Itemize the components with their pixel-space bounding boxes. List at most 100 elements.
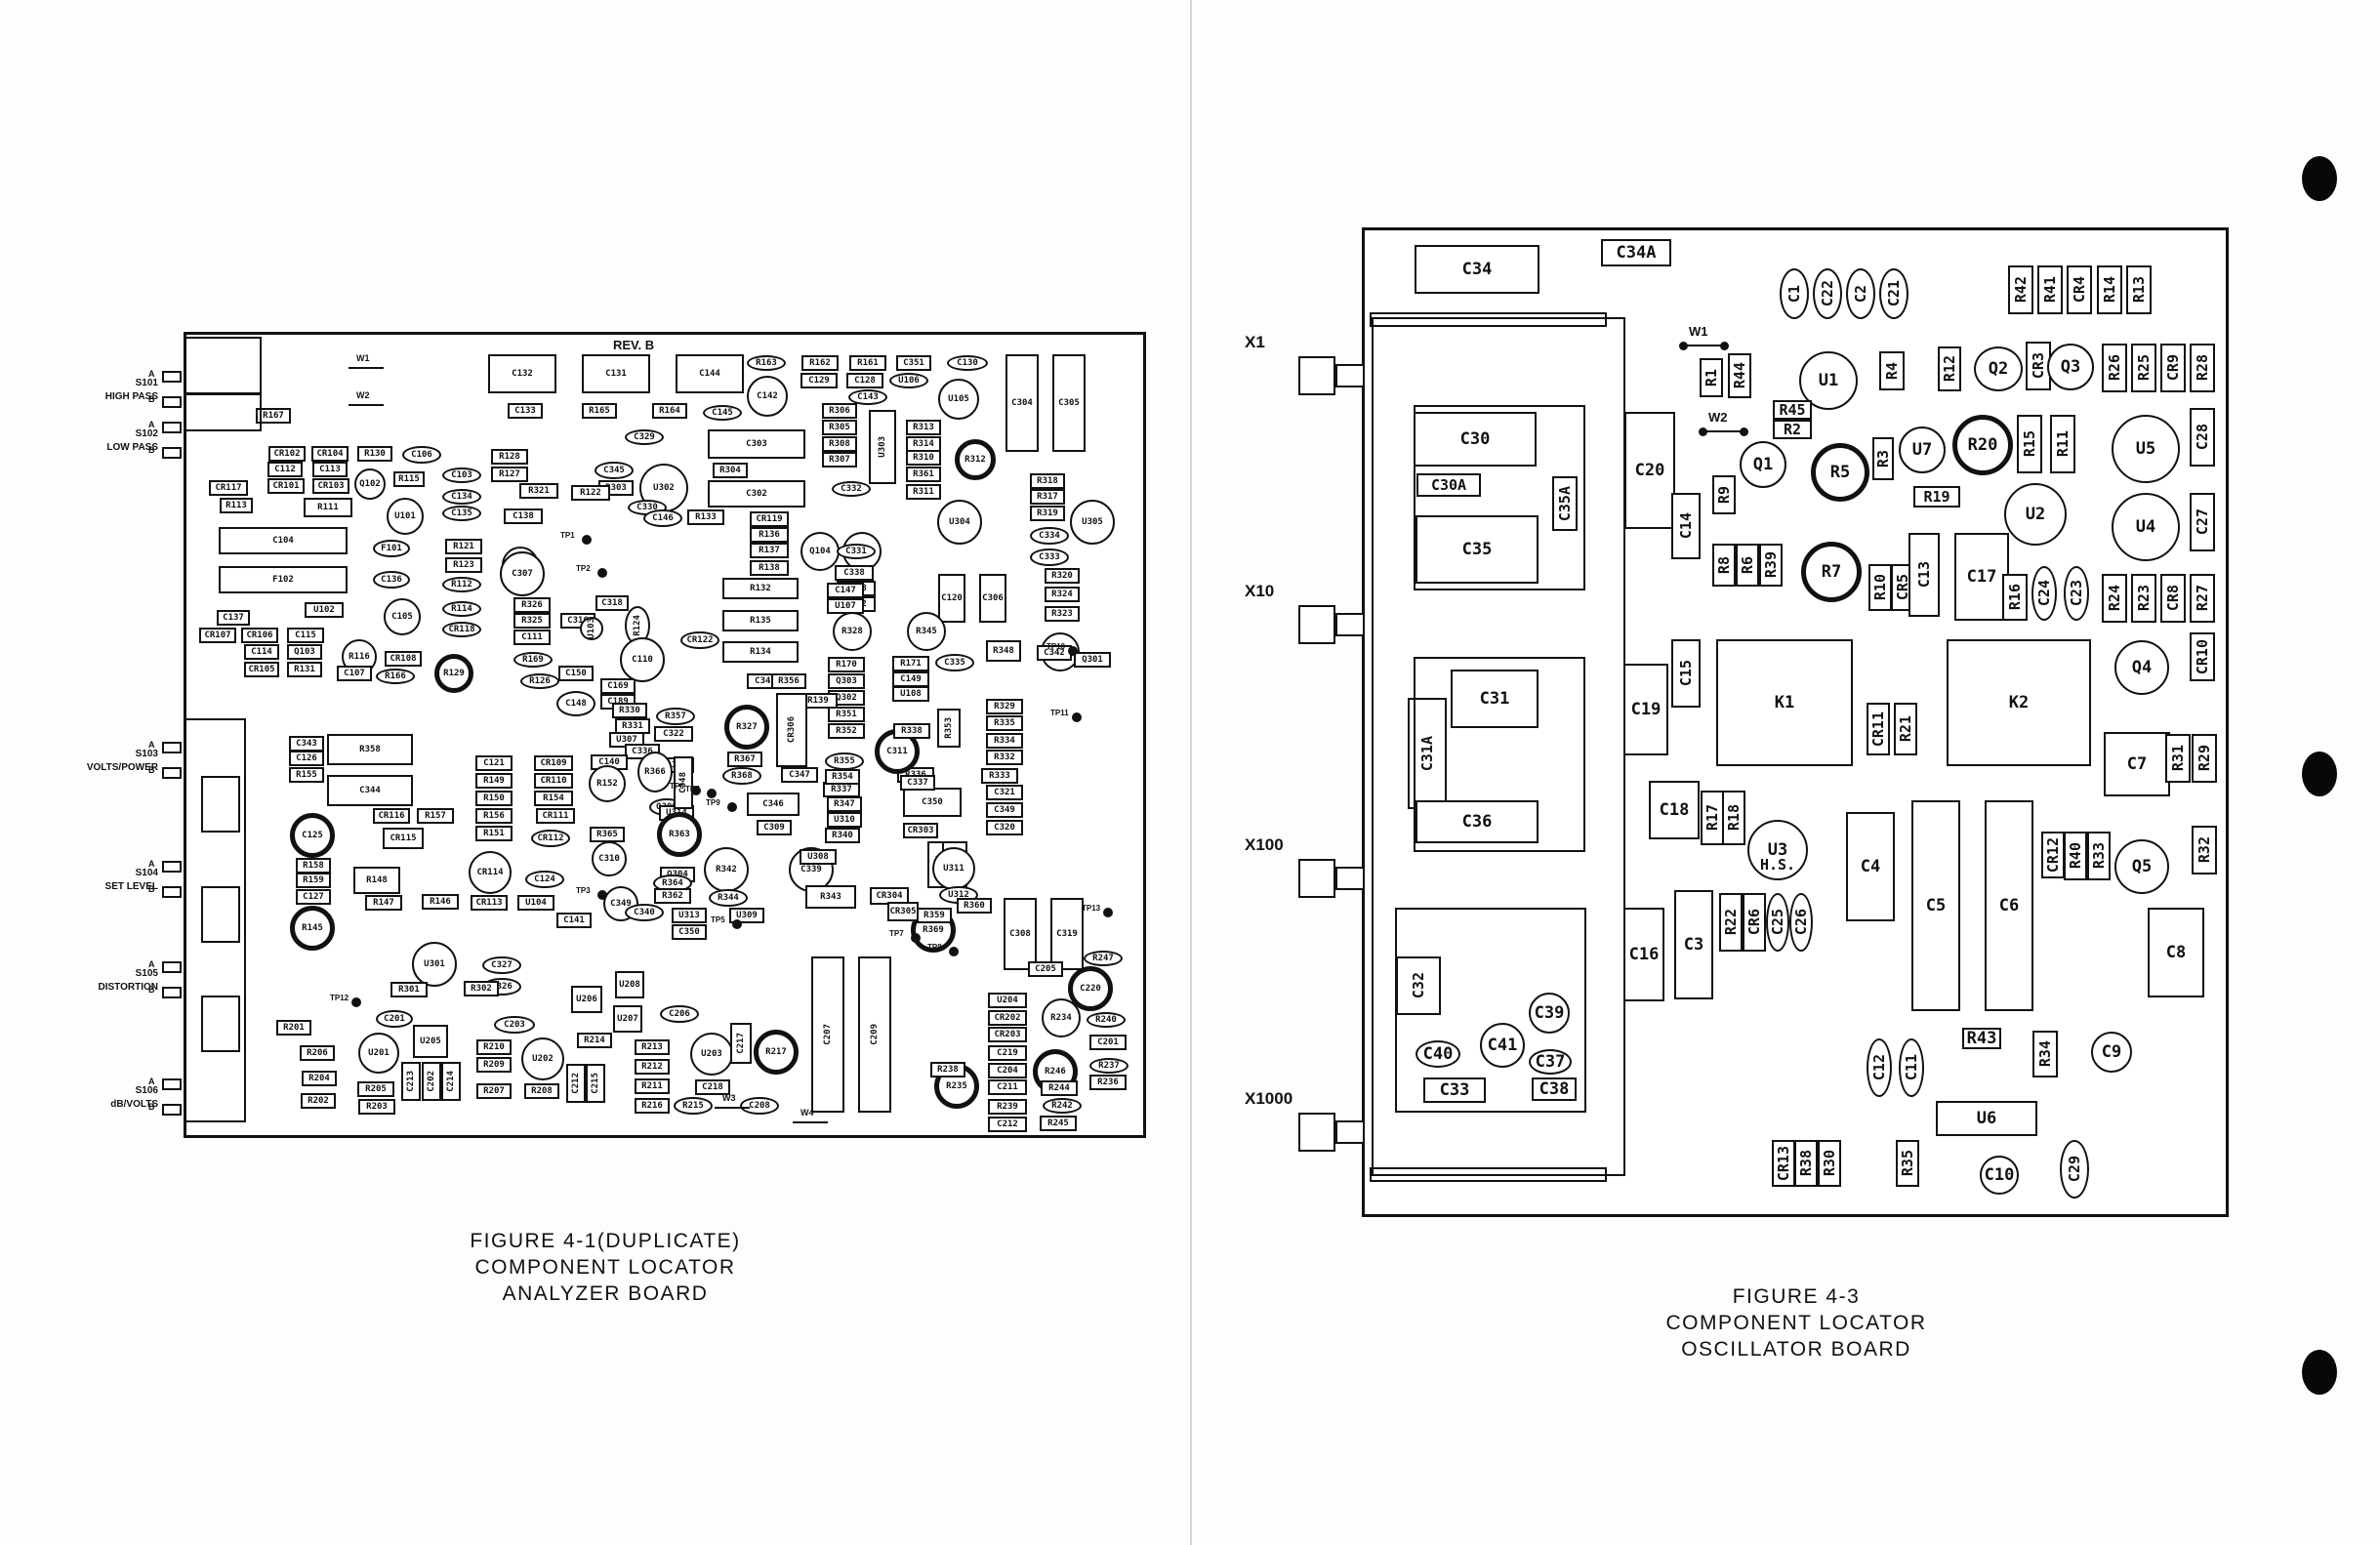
component-label: C106	[411, 449, 432, 460]
component-label: C10	[1984, 1165, 2015, 1185]
page-fold	[1190, 0, 1192, 1545]
component-label: R325	[521, 615, 543, 626]
component-label: R146	[430, 896, 451, 907]
component-label: R242	[1051, 1100, 1073, 1111]
component-c143: C143	[848, 389, 887, 405]
component-cr103: CR103	[312, 478, 349, 494]
component-label: R123	[453, 559, 474, 570]
switch-pin-b: B	[148, 884, 155, 894]
component-label: C4	[1860, 857, 1881, 876]
component-c27: C27	[2190, 493, 2215, 551]
component-label: C124	[534, 874, 555, 884]
switch-pin-a: A	[148, 959, 155, 969]
jumper-pad	[1720, 342, 1729, 350]
component-u204: U204	[988, 993, 1027, 1008]
component-label: R201	[283, 1022, 305, 1033]
component-label: R132	[750, 583, 771, 593]
component-label: C121	[483, 757, 505, 768]
component-label: C330	[636, 502, 658, 512]
test-point-tp1: TP1	[560, 531, 575, 540]
test-point-marker	[1103, 908, 1113, 917]
component-c37: C37	[1529, 1049, 1572, 1075]
component-label: R165	[589, 405, 610, 416]
test-point-tp8: TP8	[927, 943, 942, 952]
component-c217: C217	[730, 1023, 752, 1064]
component-r123: R123	[445, 557, 482, 573]
component-r366: R366	[637, 752, 673, 793]
component-r348: R348	[986, 640, 1021, 662]
component-r311: R311	[906, 484, 941, 500]
test-point-tp7: TP7	[889, 929, 904, 938]
component-u102: U102	[305, 602, 344, 618]
component-label: U102	[313, 604, 335, 615]
component-label: R25	[2135, 354, 2153, 382]
component-r135: R135	[722, 610, 799, 631]
component-label: R26	[2106, 354, 2123, 382]
connector-x1-label: X1	[1245, 333, 1265, 351]
component-label: U101	[394, 510, 416, 521]
component-label: R234	[1050, 1012, 1072, 1023]
component-label: R337	[831, 784, 852, 794]
component-c112: C112	[267, 462, 303, 477]
component-r314: R314	[906, 436, 941, 452]
component-label: CR304	[876, 890, 903, 901]
component-label: R163	[756, 357, 777, 368]
component-label: R328	[841, 626, 863, 636]
component-c215: C215	[586, 1064, 605, 1103]
component-u2: U2	[2004, 483, 2067, 546]
switch-block-top	[184, 392, 262, 431]
component-label: C303	[746, 438, 767, 449]
test-point-tp2: TP2	[576, 564, 591, 573]
component-r15: R15	[2017, 415, 2042, 473]
component-c103: C103	[442, 468, 481, 483]
component-label: R327	[736, 721, 758, 732]
component-label: CR111	[542, 810, 569, 821]
component-label: C351	[903, 357, 924, 368]
component-r122: R122	[571, 485, 610, 501]
component-label: R40	[2067, 842, 2084, 870]
component-r134: R134	[722, 641, 799, 663]
component-label: Q303	[836, 675, 857, 686]
component-c212: C212	[988, 1117, 1027, 1132]
component-label: R301	[398, 984, 420, 995]
component-c30: C30	[1414, 412, 1537, 467]
component-label: R324	[1051, 589, 1073, 599]
component-label: U2	[2025, 505, 2046, 524]
component-c132: C132	[488, 354, 556, 393]
component-label: R210	[483, 1041, 505, 1052]
component-q303: Q303	[828, 673, 865, 689]
component-r17: R17	[1701, 791, 1724, 845]
component-label: R236	[1097, 1077, 1119, 1087]
component-label: R347	[834, 798, 855, 809]
component-label: R18	[1725, 804, 1743, 832]
component-u105: U105	[938, 379, 979, 420]
component-r206: R206	[300, 1045, 335, 1061]
component-label: R116	[349, 651, 370, 662]
component-u7: U7	[1899, 427, 1946, 473]
component-label: R164	[659, 405, 680, 416]
component-label: R310	[913, 452, 934, 463]
component-c146: C146	[643, 509, 682, 527]
component-label: R167	[263, 410, 284, 421]
jumper-line	[1703, 430, 1744, 432]
component-c130: C130	[947, 355, 988, 371]
component-u205: U205	[413, 1025, 448, 1058]
component-label: C304	[1011, 397, 1033, 408]
component-r360: R360	[957, 898, 992, 914]
component-c136: C136	[373, 571, 410, 589]
component-label: C305	[1058, 397, 1080, 408]
component-r156: R156	[475, 808, 513, 824]
component-label: Q301	[1082, 654, 1103, 665]
component-c346: C346	[747, 793, 800, 816]
component-r217: R217	[754, 1030, 799, 1075]
component-label: C212	[997, 1118, 1018, 1129]
component-label: R2	[1783, 421, 1802, 438]
component-label: CR13	[1775, 1145, 1792, 1182]
component-r126: R126	[520, 673, 559, 689]
component-label: CR118	[448, 624, 475, 634]
component-c121: C121	[475, 755, 513, 771]
component-label: R24	[2106, 585, 2123, 612]
component-label: R209	[483, 1059, 505, 1070]
component-cr13: CR13	[1772, 1140, 1795, 1187]
jumper-line	[793, 1121, 828, 1123]
